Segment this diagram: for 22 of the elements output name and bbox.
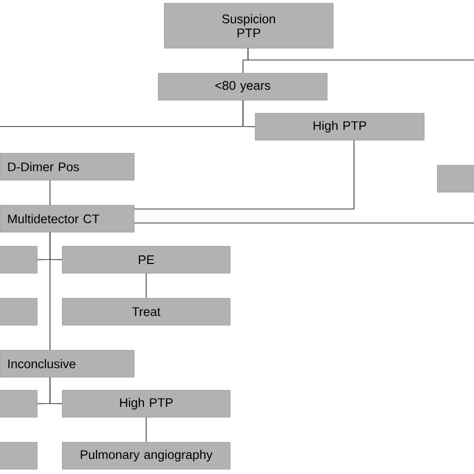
empty-box (0, 246, 38, 274)
connector-line (134, 140, 354, 210)
connector-line (248, 48, 474, 60)
empty-box (437, 165, 474, 192)
connector-line (134, 222, 474, 224)
process-box: Treat (62, 298, 230, 326)
process-box: PE (62, 246, 230, 274)
process-box: D-Dimer Pos (0, 153, 134, 180)
process-box: Inconclusive (0, 350, 134, 378)
connector-line (50, 377, 62, 404)
empty-box (0, 298, 38, 326)
process-box: Multidetector CT (0, 205, 134, 232)
empty-box (0, 442, 38, 470)
connector-line (0, 100, 244, 127)
process-box: High PTP (62, 390, 230, 418)
process-box: Suspicion PTP (164, 3, 334, 48)
process-box: Pulmonary angiography (62, 442, 230, 470)
connector-line (146, 417, 147, 442)
process-box: <80 years (158, 73, 328, 100)
empty-box (0, 390, 38, 418)
process-box: High PTP (255, 113, 424, 140)
connector-line (146, 273, 147, 298)
